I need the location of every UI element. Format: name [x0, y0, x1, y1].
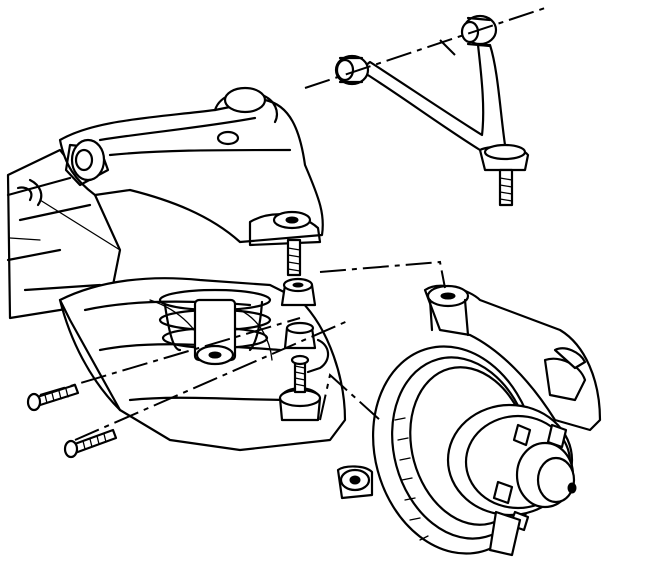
upper-arm-mount-bracket	[58, 86, 324, 247]
mounting-bolt-upper	[26, 383, 80, 412]
upper-control-arm	[334, 14, 530, 207]
castle-nut-lower	[283, 321, 317, 350]
assembly-lines	[39, 7, 546, 441]
brake-caliper-bracket	[336, 465, 522, 557]
mounting-bolt-lower	[63, 428, 118, 459]
upper-ball-joint-stud	[286, 238, 302, 277]
lower-ball-joint	[278, 354, 322, 422]
wheel-hub	[446, 403, 577, 517]
cotter-pin	[306, 338, 330, 374]
shock-absorber	[193, 298, 237, 366]
steering-knuckle	[423, 284, 602, 432]
castle-nut-upper	[280, 277, 317, 307]
